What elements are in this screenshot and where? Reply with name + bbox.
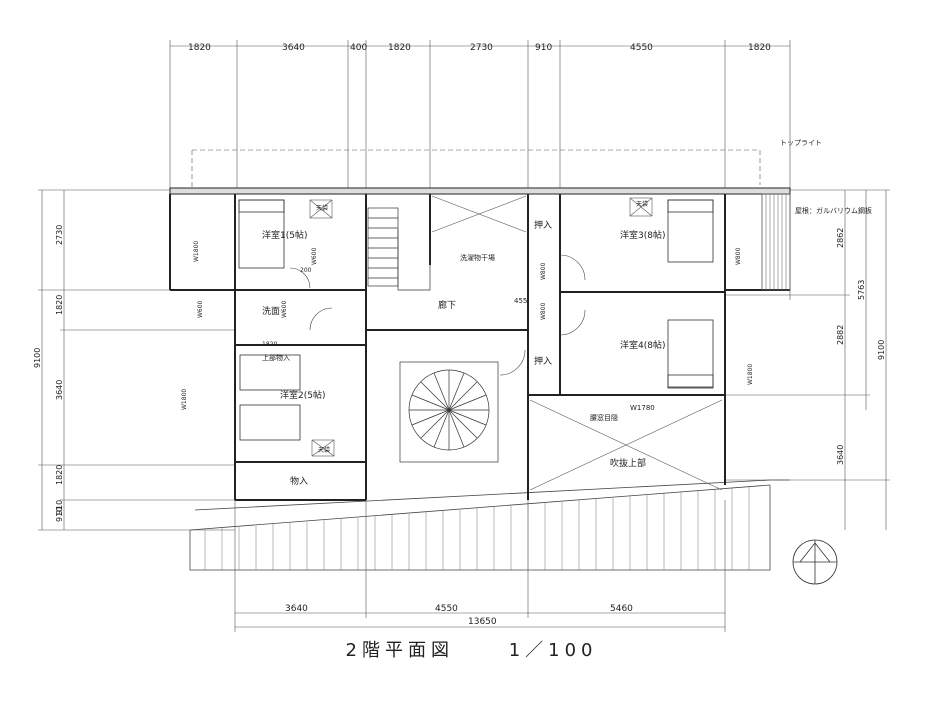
stair (367, 207, 431, 291)
small-label-0: 天袋 (316, 204, 328, 212)
beds (238, 199, 714, 441)
bed-room4 (667, 319, 714, 389)
roof-note: 屋根：ガルバリウム鋼板 (795, 206, 872, 215)
bed-room2-a (239, 354, 301, 391)
eave-line (194, 479, 790, 511)
upper-storage-label: 上部物入 (262, 353, 290, 362)
north-arrow-icon (792, 539, 838, 585)
dim-left-0: 2730 (55, 225, 64, 245)
dim-left-total: 9100 (33, 348, 42, 368)
dim-top-4: 2730 (470, 43, 493, 53)
room4-label: 洋室4(8帖) (620, 339, 665, 351)
room2-label: 洋室2(5帖) (280, 389, 325, 401)
small-label-1: 天袋 (636, 200, 648, 208)
dim-top-2: 400 (350, 43, 367, 53)
dim-left-3: 1820 (55, 465, 64, 485)
window-label-4: W800 (735, 247, 742, 265)
window-label-7: W1800 (181, 389, 188, 410)
dim-top-0: 1820 (188, 43, 211, 53)
bed-room3 (667, 199, 714, 263)
corridor-label: 廊下 (438, 299, 456, 311)
dim-left-1: 1820 (55, 295, 64, 315)
small-label-4: 1820 (262, 341, 277, 348)
dim-bottom-total: 13650 (468, 617, 497, 627)
dim-top-3: 1820 (388, 43, 411, 53)
dim-left-2: 3640 (55, 380, 64, 400)
dim-right-0: 2862 (836, 228, 845, 248)
roof-hatching (204, 487, 750, 570)
closet2-label: 押入 (534, 355, 552, 367)
small-label-2: 天袋 (318, 446, 330, 454)
window-label-5: W800 (540, 262, 547, 280)
window-label-6: W1780 (630, 404, 655, 412)
toplight-note: トップライト (780, 139, 822, 147)
dim-right-mid: 5763 (857, 280, 866, 300)
dim-bottom-1: 4550 (435, 604, 458, 614)
dim-left-4: 910 (55, 500, 64, 515)
window-label-1: W1800 (747, 364, 754, 385)
dim-right-2: 3640 (836, 445, 845, 465)
dim-left-5: 910 (55, 507, 64, 522)
window-label-0: W1800 (193, 241, 200, 262)
room1-label: 洋室1(5帖) (262, 229, 307, 241)
stair-label: 洗濯物干場 (460, 253, 495, 262)
window-label-3: W600 (281, 300, 288, 318)
dim-top-1: 3640 (282, 43, 305, 53)
door-swings (289, 254, 586, 376)
closet1-label: 押入 (534, 219, 552, 231)
walls (169, 187, 791, 501)
roof-deck-hatch (761, 193, 791, 291)
dim-bottom-0: 3640 (285, 604, 308, 614)
void-label: 吹抜上部 (610, 457, 646, 469)
window-label-9: W600 (311, 247, 318, 265)
window-label-8: W800 (540, 302, 547, 320)
storage-label: 物入 (290, 475, 308, 487)
small-label-3: 200 (300, 267, 312, 274)
dim-bottom-2: 5460 (610, 604, 633, 614)
drawing-caption: 2階平面図 1／100 (0, 636, 943, 662)
bed-room2-b (239, 404, 301, 441)
window-note: 腰窓目隠 (590, 413, 618, 422)
void-marks (309, 195, 723, 491)
step-note: 455 (514, 297, 527, 305)
dim-top-7: 1820 (748, 43, 771, 53)
washroom-label: 洗面 (262, 305, 280, 317)
dim-right-1: 2882 (836, 325, 845, 345)
drawing-title: 2階平面図 (345, 640, 454, 661)
dim-top-6: 4550 (630, 43, 653, 53)
dim-top-5: 910 (535, 43, 552, 53)
window-label-2: W600 (197, 300, 204, 318)
tree-symbol (399, 361, 499, 463)
room3-label: 洋室3(8帖) (620, 229, 665, 241)
drawing-scale: 1／100 (508, 640, 598, 661)
dim-right-total: 9100 (877, 340, 886, 360)
